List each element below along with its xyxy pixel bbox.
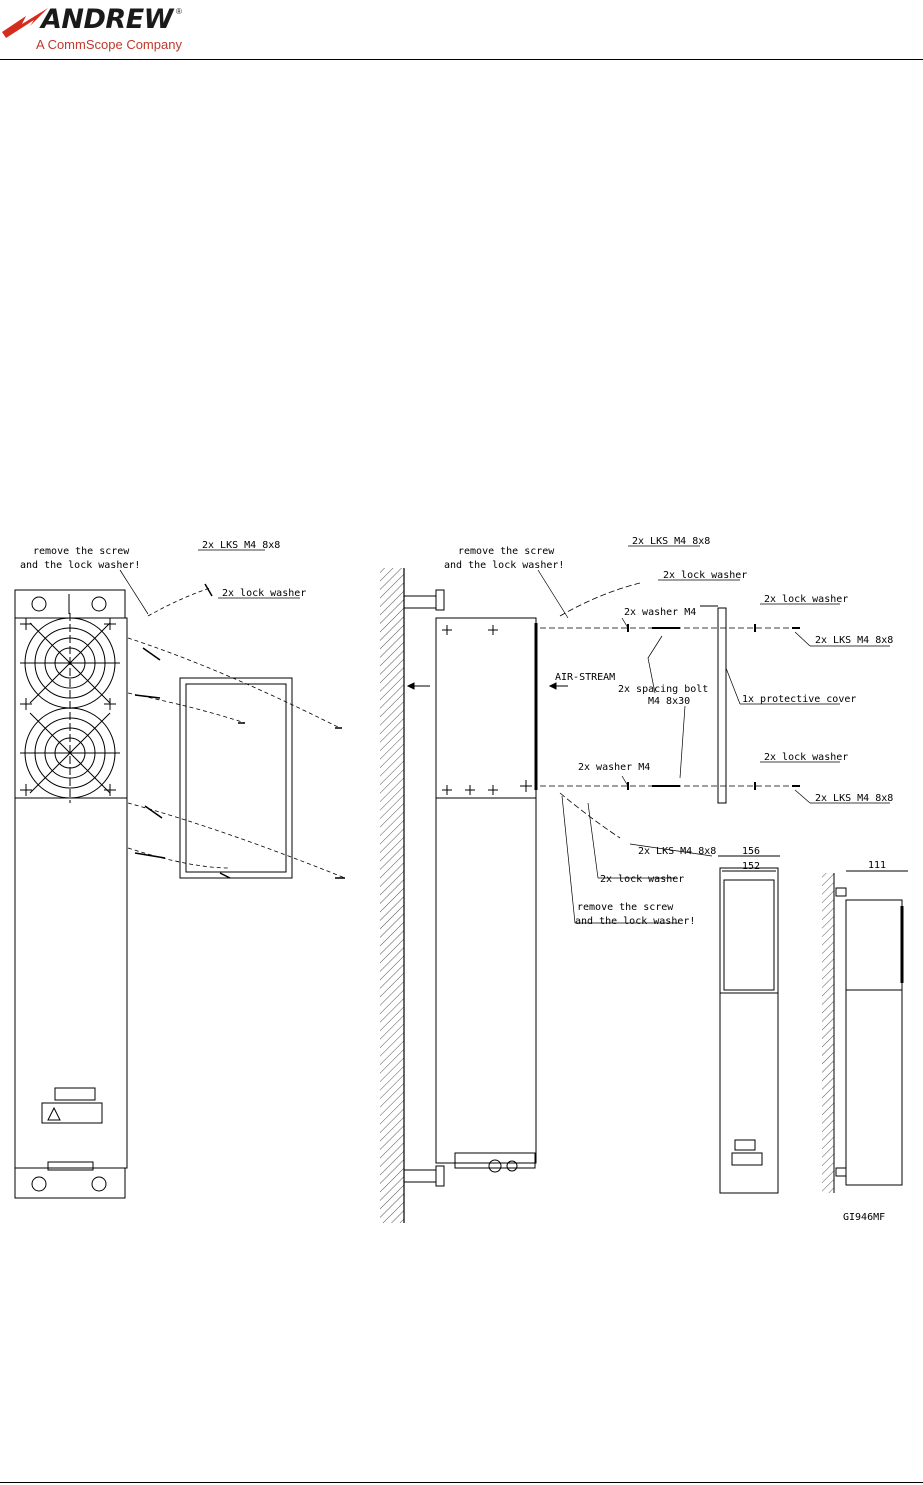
mid-remove-label-1: remove the screw — [458, 546, 555, 557]
bottom-remove-label-2: and the lock washer! — [575, 916, 695, 927]
logo-registered-mark: ® — [176, 7, 182, 16]
left-remove-label-2: and the lock washer! — [20, 560, 140, 571]
page-header: ANDREW ® A CommScope Company — [0, 0, 923, 62]
lightning-bolt-logo-icon — [2, 8, 48, 38]
washer-top-label: 2x washer M4 — [624, 607, 696, 618]
spacing-bolt-label-1: 2x spacing bolt — [618, 684, 708, 695]
left-lks-label: 2x LKS M4 8x8 — [202, 540, 280, 551]
protective-cover-label: 1x protective cover — [742, 694, 856, 705]
mid-remove-label-2: and the lock washer! — [444, 560, 564, 571]
left-remove-label-1: remove the screw — [33, 546, 130, 557]
middle-hardware — [627, 624, 800, 790]
mounting-drawing: remove the screw and the lock washer! 2x… — [14, 536, 908, 1223]
dim-152: 152 — [742, 861, 760, 872]
bottom-remove-label-1: remove the screw — [577, 902, 674, 913]
header-rule — [0, 59, 923, 60]
logo-subtitle: A CommScope Company — [36, 37, 182, 52]
right-lock-washer-bottom-label: 2x lock washer — [764, 752, 848, 763]
middle-protective-cover — [700, 605, 727, 804]
middle-assembly-paths — [540, 582, 800, 839]
airflow-arrows — [406, 682, 568, 690]
mid-lock-washer-label: 2x lock washer — [663, 570, 747, 581]
left-remove-leader — [119, 569, 149, 615]
small-side-view — [835, 870, 908, 1186]
bottom-lock-washer-label: 2x lock washer — [600, 874, 684, 885]
bottom-lks-label: 2x LKS M4 8x8 — [638, 846, 716, 857]
right-lks-bottom-label: 2x LKS M4 8x8 — [815, 793, 893, 804]
right-lock-washer-top-label: 2x lock washer — [764, 594, 848, 605]
spacing-bolt-label-2: M4 8x30 — [648, 696, 690, 707]
small-front-view — [718, 855, 780, 1194]
left-lock-washer-label: 2x lock washer — [222, 588, 306, 599]
air-stream-label: AIR-STREAM — [555, 672, 615, 683]
middle-leaders — [537, 545, 890, 924]
washer-bottom-label: 2x washer M4 — [578, 762, 650, 773]
left-protective-cover — [179, 677, 293, 879]
left-assembly-paths — [127, 587, 346, 879]
dim-156: 156 — [742, 846, 760, 857]
mid-lks-label: 2x LKS M4 8x8 — [632, 536, 710, 547]
footer-rule — [0, 1482, 923, 1483]
logo-brand: ANDREW — [41, 4, 173, 35]
side-view — [403, 589, 538, 1187]
figure-id: GI946MF — [843, 1212, 885, 1223]
front-view — [14, 589, 128, 1199]
wall-hatch — [380, 568, 404, 1223]
dim-111: 111 — [868, 860, 886, 871]
small-wall-hatch — [822, 873, 834, 1193]
right-lks-top-label: 2x LKS M4 8x8 — [815, 635, 893, 646]
left-screws — [134, 583, 345, 879]
